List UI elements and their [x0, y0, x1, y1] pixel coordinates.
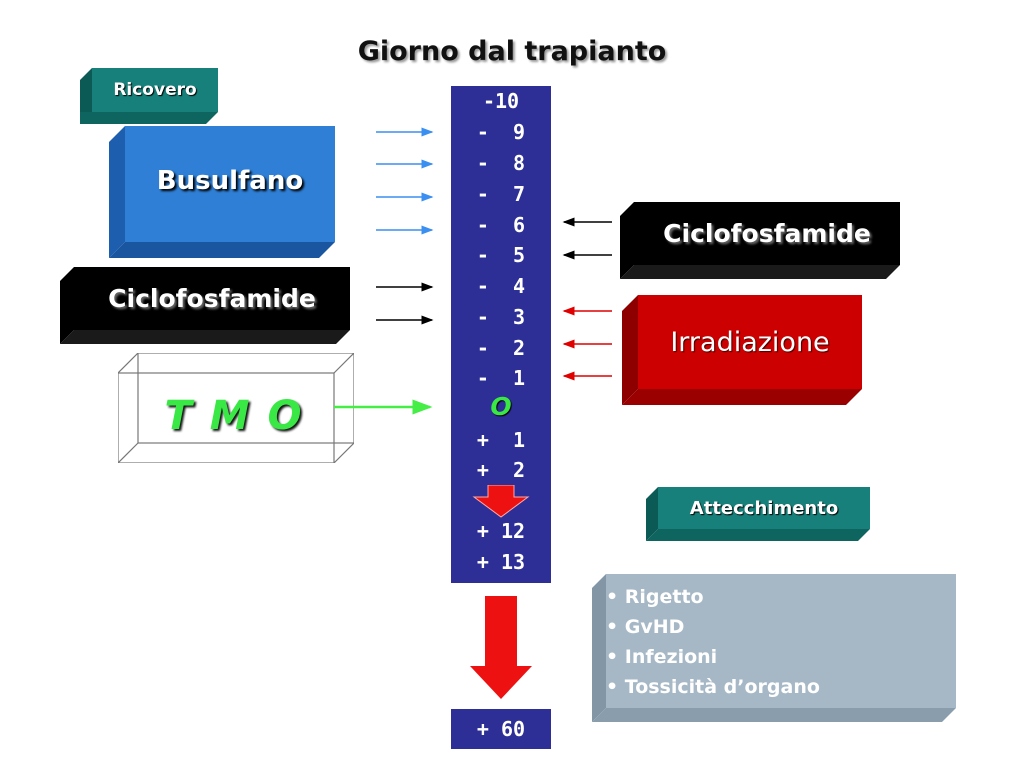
- complications-box: [592, 574, 956, 722]
- day-label: - 7: [476, 182, 526, 206]
- complication-item: • GvHD: [606, 616, 685, 638]
- ciclofosfamide-left-label: Ciclofosfamide: [108, 284, 316, 313]
- tmo-label: T M O: [164, 393, 304, 439]
- day-label: - 1: [476, 366, 526, 390]
- complication-item: • Infezioni: [606, 646, 718, 668]
- day-label: - 6: [476, 213, 526, 237]
- irradiazione-label: Irradiazione: [670, 326, 830, 358]
- ricovero-label: Ricovero: [113, 80, 197, 100]
- busulfano-label: Busulfano: [156, 166, 304, 196]
- attecchimento-box: Attecchimento: [646, 487, 870, 541]
- final-day-label: + 60: [451, 709, 551, 749]
- day-label: - 3: [476, 305, 526, 329]
- day-label: -10: [482, 89, 520, 113]
- day-label: - 8: [476, 151, 526, 175]
- ciclofosfamide-left-box: Ciclofosfamide: [60, 267, 350, 344]
- day-label: - 5: [476, 243, 526, 267]
- day-label: + 1: [476, 428, 526, 452]
- timeline-column: -10 - 9 - 8 - 7 - 6 - 5 - 4 - 3 - 2 - 1 …: [451, 86, 551, 583]
- timeline-gap-arrow: [472, 485, 530, 518]
- diagram-title: Giorno dal trapianto: [357, 36, 667, 67]
- day-label: + 13: [476, 550, 526, 574]
- day-label: + 2: [476, 458, 526, 482]
- day-label: - 2: [476, 336, 526, 360]
- day-zero-label: O: [490, 392, 512, 421]
- ricovero-box: Ricovero: [80, 68, 218, 124]
- complication-item: • Tossicità d’organo: [606, 676, 820, 698]
- ciclofosfamide-right-box: Ciclofosfamide: [620, 202, 900, 279]
- tmo-box: T M O: [118, 353, 354, 463]
- attecchimento-label: Attecchimento: [689, 497, 839, 519]
- busulfano-box: Busulfano: [109, 126, 335, 258]
- big-down-arrow: [470, 596, 532, 699]
- day-label: + 12: [476, 519, 526, 543]
- ciclofosfamide-right-label: Ciclofosfamide: [663, 219, 871, 248]
- day-label: - 9: [476, 120, 526, 144]
- day-label: - 4: [476, 274, 526, 298]
- irradiazione-box: Irradiazione: [622, 295, 862, 405]
- complication-item: • Rigetto: [606, 586, 704, 608]
- complications-list: • Rigetto • GvHD • Infezioni • Tossicità…: [606, 582, 936, 702]
